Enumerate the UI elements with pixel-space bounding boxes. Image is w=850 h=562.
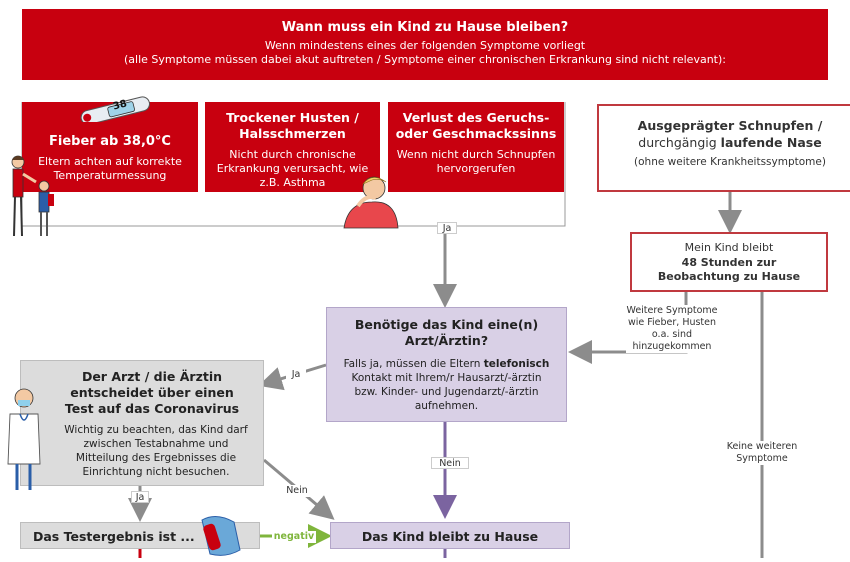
fever-title: Fieber ab 38,0°C (49, 134, 171, 149)
box-stay-home: Das Kind bleibt zu Hause (330, 522, 570, 549)
edge-label-nein-center: Nein (431, 457, 469, 469)
edge-label-more-symptoms: Weitere Symptome wie Fieber, Husten o.a.… (626, 305, 718, 353)
card-cough: Trockener Husten / Halsschmerzen Nicht d… (205, 102, 380, 192)
question-desc-bold: telefonisch (483, 358, 550, 370)
question-desc: Falls ja, müssen die Eltern telefonisch … (339, 357, 554, 413)
question-title: Benötige das Kind eine(n) Arzt/Ärztin? (354, 317, 539, 348)
doctor-illustration (6, 386, 42, 494)
stay-home-label: Das Kind bleibt zu Hause (361, 529, 539, 544)
question-desc-1: Falls ja, müssen die Eltern (343, 358, 484, 370)
snuffle-line1: Ausgeprägter Schnupfen / (637, 118, 823, 133)
header-title: Wann muss ein Kind zu Hause bleiben? (281, 20, 569, 35)
edge-label-ja-top: Ja (437, 222, 457, 234)
box-snuffle: Ausgeprägter Schnupfen / durchgängig lau… (597, 104, 850, 192)
coughing-child-illustration (336, 172, 402, 230)
header-banner: Wann muss ein Kind zu Hause bleiben? Wen… (22, 9, 828, 80)
test-kit-icon (196, 510, 244, 558)
snuffle-line2-plain: durchgängig (638, 135, 721, 150)
doctor-decides-desc: Wichtig zu beachten, das Kind darf zwisc… (64, 424, 248, 478)
edge-label-ja-bottom: Ja (131, 491, 149, 503)
stay48-line1: Mein Kind bleibt (684, 241, 774, 254)
edge-label-no-more-symptoms: Keine weiteren Symptome (724, 441, 800, 465)
doctor-decides-title: Der Arzt / die Ärztin entscheidet über e… (64, 369, 240, 416)
snuffle-line3: (ohne weitere Krankheitssymptome) (634, 156, 826, 168)
header-subtitle-line1: Wenn mindestens eines der folgenden Symp… (264, 39, 586, 52)
test-result-label: Das Testergebnis ist ... (33, 529, 195, 544)
edge-label-negativ: negativ (272, 531, 316, 543)
box-stay-48h: Mein Kind bleibt 48 Stunden zur Beobacht… (630, 232, 828, 292)
header-subtitle-line2: (alle Symptome müssen dabei akut auftret… (124, 53, 726, 66)
smell-title: Verlust des Geruchs- oder Geschmackssinn… (395, 110, 557, 141)
edge-label-nein-right: Nein (284, 485, 310, 497)
parent-child-illustration (6, 150, 58, 240)
cough-desc: Nicht durch chronische Erkrankung verurs… (216, 148, 369, 189)
thermometer-icon (78, 96, 158, 125)
box-doctor-decides: Der Arzt / die Ärztin entscheidet über e… (20, 360, 264, 486)
snuffle-line2-bold: laufende Nase (720, 135, 822, 150)
question-desc-2: Kontakt mit Ihrem/r Hausarzt/-ärztin bzw… (351, 372, 542, 412)
cough-title: Trockener Husten / Halsschmerzen (226, 110, 359, 141)
snuffle-line2: durchgängig laufende Nase (599, 135, 850, 150)
card-smell: Verlust des Geruchs- oder Geschmackssinn… (388, 102, 564, 192)
header-subtitle: Wenn mindestens eines der folgenden Symp… (22, 39, 828, 67)
smell-desc: Wenn nicht durch Schnupfen hervorgerufen (396, 148, 556, 175)
fever-desc: Eltern achten auf korrekte Temperaturmes… (38, 155, 182, 182)
stay48-line2: 48 Stunden zur Beobachtung zu Hause (657, 256, 801, 283)
edge-label-ja-left: Ja (286, 369, 306, 381)
box-doctor-question: Benötige das Kind eine(n) Arzt/Ärztin? F… (326, 307, 567, 422)
